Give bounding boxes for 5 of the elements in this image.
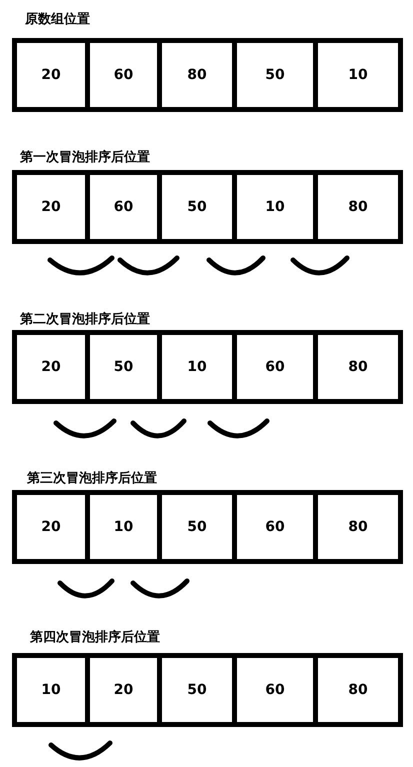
row-heading: 第三次冒泡排序后位置 [27, 470, 157, 487]
row-heading: 原数组位置 [25, 11, 90, 28]
row-heading: 第一次冒泡排序后位置 [20, 148, 150, 166]
row-heading: 第二次冒泡排序后位置 [20, 310, 150, 328]
row-heading: 第四次冒泡排序后位置 [30, 628, 160, 646]
